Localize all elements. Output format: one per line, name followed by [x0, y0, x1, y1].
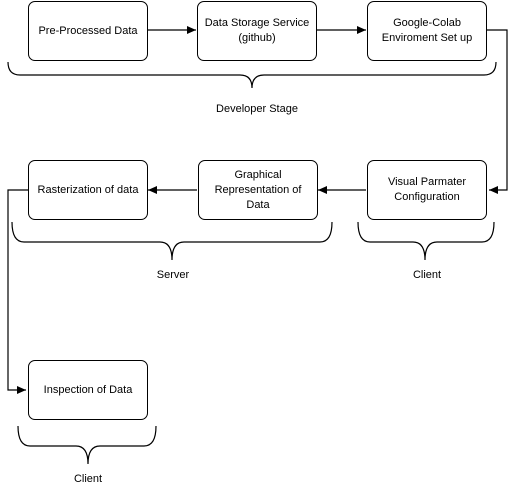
- node-visual-parameter-configuration-label: Visual Parmater Configuration: [387, 176, 467, 203]
- server-label: Server: [156, 269, 190, 281]
- client-top-label: Client: [412, 269, 442, 281]
- node-preprocessed-data-label: Pre-Processed Data: [38, 24, 138, 37]
- node-rasterization-of-data-label: Rasterization of data: [37, 183, 139, 196]
- node-graphical-representation-label: Graphical Representation of Data: [214, 168, 302, 211]
- node-rasterization-of-data[interactable]: Rasterization of data: [28, 160, 148, 220]
- arrow-colab-to-visual-param: [487, 29, 508, 194]
- node-data-storage-service-label: Data Storage Service (github): [204, 17, 310, 44]
- node-google-colab[interactable]: Google-Colab Enviroment Set up: [367, 1, 487, 61]
- server-brace: [11, 221, 333, 261]
- node-visual-parameter-configuration[interactable]: Visual Parmater Configuration: [367, 160, 487, 220]
- developer-stage-label: Developer Stage: [216, 103, 298, 115]
- client-bottom-brace: [17, 425, 157, 465]
- node-graphical-representation[interactable]: Graphical Representation of Data: [198, 160, 318, 220]
- developer-stage-brace: [7, 61, 497, 89]
- node-google-colab-label: Google-Colab Enviroment Set up: [381, 17, 473, 44]
- node-inspection-of-data-label: Inspection of Data: [43, 383, 133, 396]
- arrow-rasterization-to-inspection: [7, 189, 28, 394]
- client-bottom-label: Client: [73, 473, 103, 485]
- client-top-brace: [357, 221, 495, 261]
- node-data-storage-service[interactable]: Data Storage Service (github): [197, 1, 317, 61]
- node-preprocessed-data[interactable]: Pre-Processed Data: [28, 1, 148, 61]
- node-inspection-of-data[interactable]: Inspection of Data: [28, 360, 148, 420]
